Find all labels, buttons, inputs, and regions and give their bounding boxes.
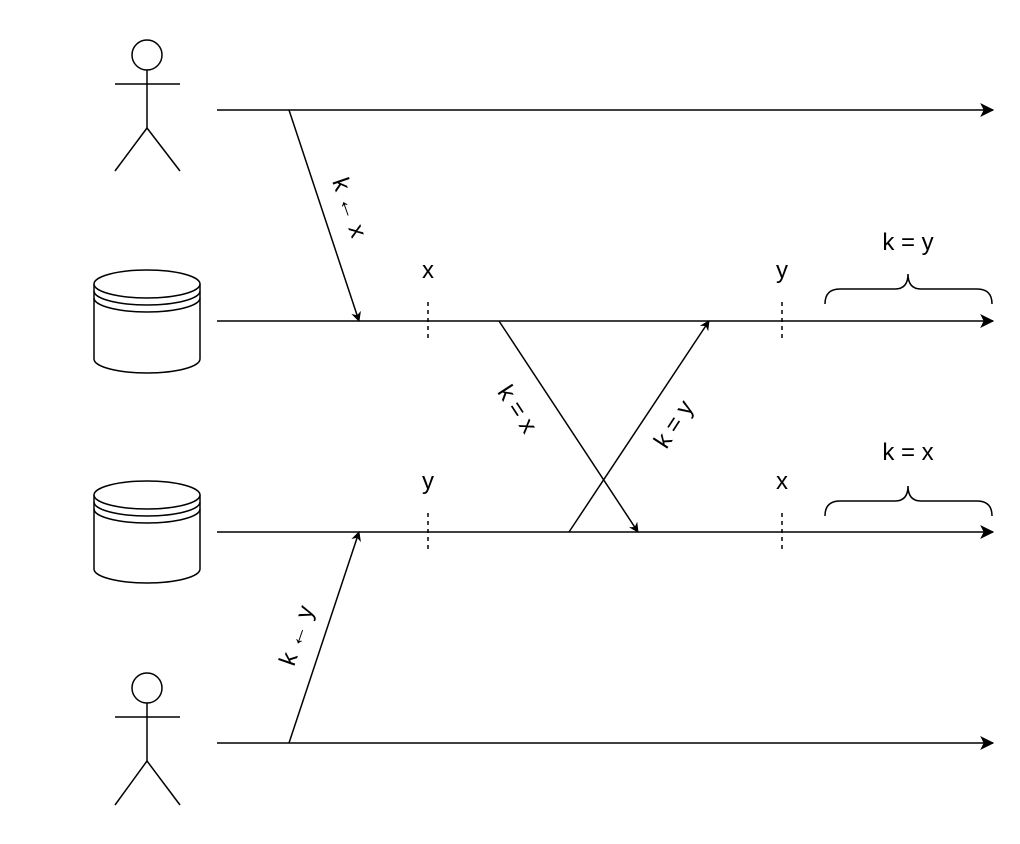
replica-a-second-event-label: y bbox=[776, 257, 788, 284]
replica-b-to-a-arrow bbox=[568, 320, 710, 533]
client-a-write-label: k ← x bbox=[326, 174, 372, 241]
replica-a-to-b-arrow bbox=[498, 320, 639, 533]
replica-a-final-state-label: k = y bbox=[882, 229, 933, 256]
client-a-icon bbox=[114, 39, 181, 172]
replica-a-final-state-brace bbox=[824, 273, 993, 305]
replica-a-to-b-label: k = x bbox=[492, 380, 543, 438]
replica-b-final-state-label: k = x bbox=[882, 439, 933, 466]
client-b-write-label: k ← y bbox=[274, 602, 320, 669]
replica-a-database-icon bbox=[93, 269, 201, 374]
client-b-icon bbox=[114, 672, 181, 806]
replica-a-first-event-label: x bbox=[422, 257, 434, 284]
replica-b-second-event-label: x bbox=[776, 468, 788, 495]
replica-b-database-icon bbox=[93, 480, 201, 584]
replica-b-final-state-brace bbox=[824, 485, 993, 517]
client-b-write-arrow bbox=[288, 531, 361, 744]
replica-b-to-a-label: k = y bbox=[649, 395, 700, 453]
replica-b-first-event-label: y bbox=[422, 468, 434, 495]
client-a-write-arrow bbox=[288, 109, 361, 322]
